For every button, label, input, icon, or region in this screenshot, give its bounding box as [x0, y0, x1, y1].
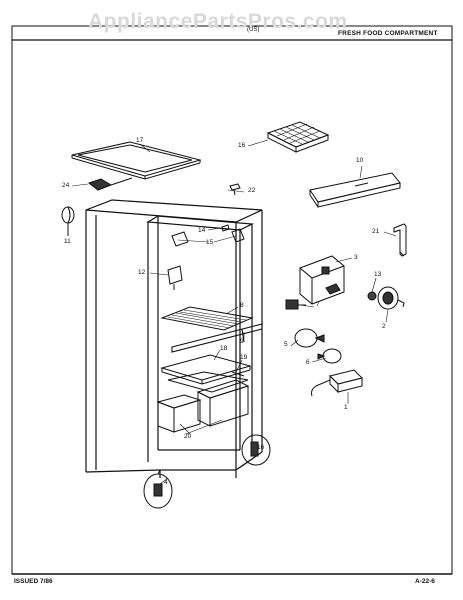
- callout-19: 19: [240, 354, 248, 361]
- crisper-frame: [167, 371, 249, 393]
- light-socket-assembly: [311, 369, 363, 397]
- callout-10: 10: [356, 157, 364, 164]
- shelf-front-rail: [171, 323, 263, 353]
- callout-1: 1: [344, 404, 348, 411]
- callout-21: 21: [372, 228, 380, 235]
- callout-14: 14: [198, 227, 206, 234]
- light-bulb-small: [317, 348, 342, 364]
- callout-5: 5: [284, 341, 288, 348]
- callout-12: 12: [138, 269, 146, 276]
- retaining-screw: [367, 291, 377, 301]
- callout-18: 18: [220, 345, 228, 352]
- callout-3: 3: [354, 254, 358, 261]
- thermostat-knob: [377, 286, 405, 310]
- mounting-bracket: [393, 223, 407, 257]
- light-socket-screw: [221, 224, 230, 232]
- shelf-support-bracket: [87, 177, 133, 191]
- callout-4: 4: [164, 479, 168, 486]
- leader-lines: [71, 139, 397, 485]
- header-code: (US): [247, 27, 260, 33]
- callout-11: 11: [64, 238, 71, 245]
- callout-24: 24: [62, 182, 70, 189]
- callout-13: 13: [374, 271, 382, 278]
- callout-7: 7: [316, 301, 320, 308]
- thermostat-housing: [299, 255, 345, 305]
- crisper-cover-glass: [71, 141, 202, 180]
- leveling-leg-front: [143, 469, 173, 509]
- callout-9: 9: [240, 338, 244, 345]
- callout-22: 22: [248, 187, 256, 194]
- light-switch: [285, 299, 306, 310]
- watermark: AppliancePartsPros.com: [88, 10, 348, 33]
- issued-date: ISSUED 7/86: [14, 578, 53, 585]
- ice-tray: [266, 121, 330, 153]
- callout-6: 6: [306, 359, 310, 366]
- dairy-compartment-door: [309, 172, 401, 208]
- control-knob-cap: [61, 206, 75, 236]
- section-title: FRESH FOOD COMPARTMENT: [338, 30, 438, 37]
- callout-16-top: 16: [238, 142, 246, 149]
- callout-16-leg: 16: [257, 444, 265, 451]
- callout-20: 20: [184, 433, 192, 440]
- leveling-leg-right: [235, 434, 271, 471]
- crisper-drawer-left: [156, 394, 202, 433]
- callout-17: 17: [136, 137, 144, 144]
- refrigerator-cabinet: [85, 199, 263, 478]
- side-wall-bracket: [167, 265, 183, 290]
- wire-shelf: [160, 306, 254, 331]
- page-number: A-22-6: [415, 578, 435, 585]
- crisper-drawer-right: [196, 379, 250, 427]
- callout-8: 8: [240, 302, 244, 309]
- light-bulb: [294, 328, 325, 348]
- mounting-clip: [229, 183, 241, 196]
- light-shield: [171, 228, 245, 247]
- callout-2: 2: [382, 323, 386, 330]
- crisper-shelf-cover: [160, 354, 252, 385]
- callout-15: 15: [206, 239, 214, 246]
